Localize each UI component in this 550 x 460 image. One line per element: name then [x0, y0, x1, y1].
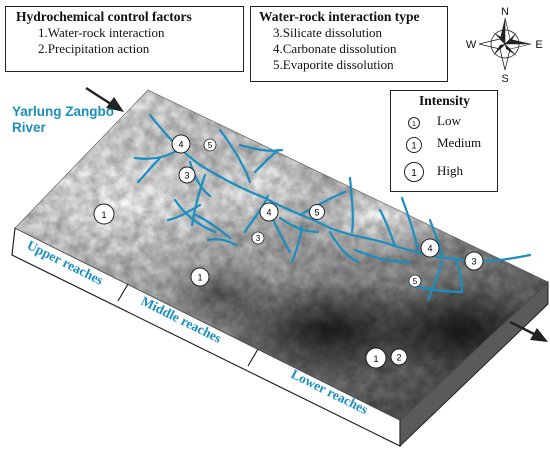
- svg-text:1: 1: [411, 168, 417, 179]
- svg-text:1: 1: [412, 121, 416, 128]
- svg-text:5: 5: [208, 141, 213, 150]
- intensity-low: 1 Low: [391, 111, 499, 131]
- reach-divider-1: [117, 283, 129, 302]
- intensity-high: 1 High: [391, 161, 499, 182]
- inflow-arrow: [85, 86, 124, 112]
- svg-text:3: 3: [184, 171, 189, 181]
- interaction-type-legend: Water-rock interaction type 3.Silicate d…: [250, 6, 448, 82]
- marker-3b: 3: [251, 231, 265, 245]
- marker-1a: 1: [93, 203, 115, 225]
- marker-1b: 1: [190, 267, 210, 287]
- svg-text:2: 2: [396, 353, 401, 363]
- interaction-item: 3.Silicate dissolution: [273, 25, 383, 40]
- compass-w: W: [466, 39, 477, 51]
- marker-2: 2: [390, 348, 408, 366]
- interaction-item: 5.Evaporite dissolution: [273, 57, 394, 72]
- factor-item: 1.Water-rock interaction: [38, 25, 165, 40]
- marker-4a: 4: [171, 134, 191, 154]
- interaction-type-title: Water-rock interaction type: [259, 9, 420, 24]
- svg-text:5: 5: [413, 277, 418, 286]
- intensity-medium: 1 Medium: [391, 133, 499, 153]
- marker-5c: 5: [408, 274, 422, 288]
- marker-4c: 4: [420, 238, 440, 258]
- compass-rose: N S E W: [466, 6, 543, 85]
- svg-text:3: 3: [256, 234, 261, 243]
- svg-text:1: 1: [101, 210, 106, 220]
- reach-divider-2: [247, 348, 259, 367]
- compass-n: N: [501, 6, 509, 18]
- svg-text:1: 1: [197, 273, 202, 283]
- marker-1c: 1: [365, 347, 387, 369]
- marker-4b: 4: [259, 202, 279, 222]
- marker-3c: 3: [464, 251, 484, 271]
- svg-text:5: 5: [314, 208, 319, 218]
- svg-text:3: 3: [471, 257, 476, 267]
- marker-3a: 3: [178, 166, 196, 184]
- river-name: Yarlung Zangbo River: [12, 104, 115, 135]
- svg-text:1: 1: [411, 141, 416, 151]
- marker-5a: 5: [203, 138, 217, 152]
- compass-e: E: [535, 39, 542, 51]
- outflow-arrow: [509, 320, 548, 342]
- svg-text:4: 4: [427, 244, 432, 254]
- compass-s: S: [501, 73, 508, 85]
- control-factors-legend: Hydrochemical control factors 1.Water-ro…: [5, 6, 244, 72]
- control-factors-title: Hydrochemical control factors: [16, 9, 192, 24]
- factor-item: 2.Precipitation action: [38, 41, 150, 56]
- intensity-title: Intensity: [419, 93, 471, 108]
- svg-text:4: 4: [266, 208, 271, 218]
- marker-5b: 5: [309, 204, 325, 220]
- intensity-legend: Intensity 1 Low 1 Medium 1 High: [390, 90, 498, 192]
- svg-text:4: 4: [178, 140, 183, 150]
- interaction-item: 4.Carbonate dissolution: [273, 41, 397, 56]
- svg-text:1: 1: [373, 354, 378, 364]
- map-markers: 4 5 3 1 4 5 3 4 3 5 1 1 2: [93, 134, 484, 369]
